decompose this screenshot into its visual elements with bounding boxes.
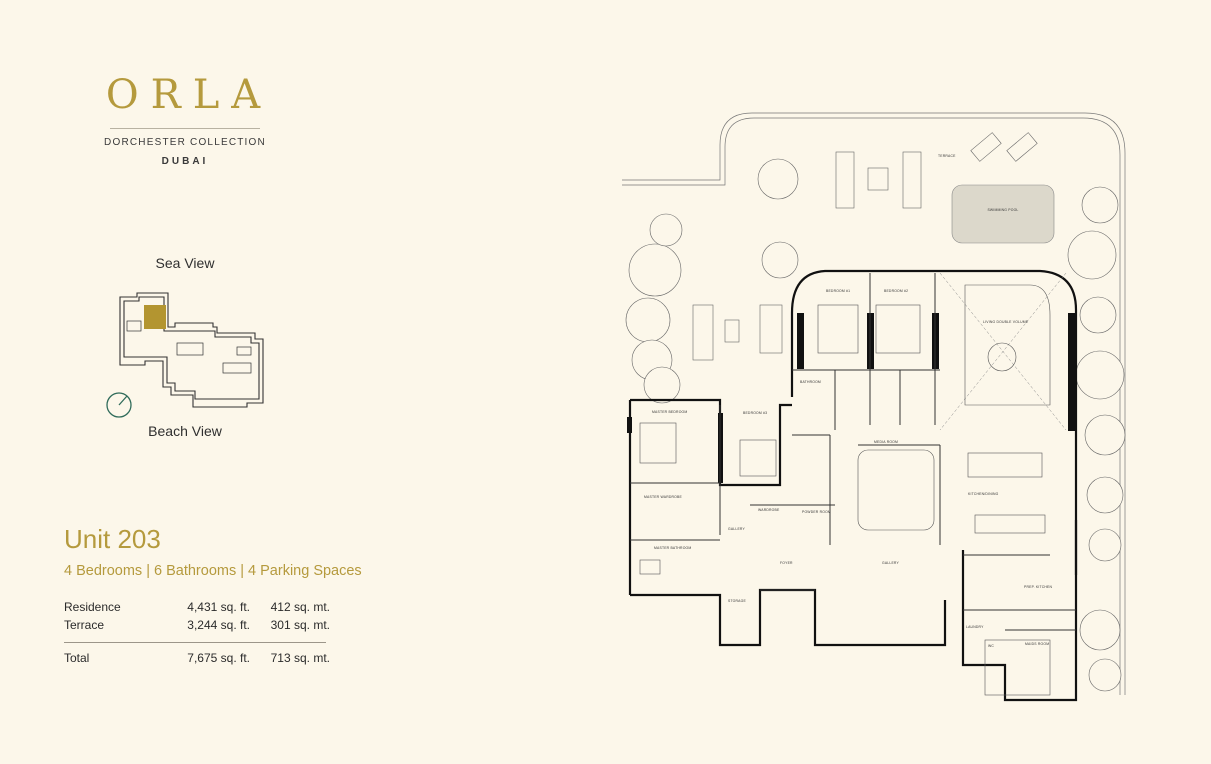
area-sqft: 3,244 sq. ft. (187, 618, 250, 632)
room-label-storage: STORAGE (728, 599, 746, 603)
room-label-bathroom: BATHROOM (800, 380, 821, 384)
interior-partitions (630, 273, 1076, 631)
area-row-total: Total 7,675 sq. ft. 713 sq. mt. (64, 649, 332, 667)
area-label: Terrace (64, 618, 105, 632)
keyplan-building-outline (119, 292, 264, 408)
pool-label: SWIMMING POOL (987, 208, 1018, 212)
compass-icon (106, 392, 132, 418)
area-label: Total (64, 651, 90, 665)
room-label-wc: WC (988, 644, 994, 648)
area-sqft: 7,675 sq. ft. (187, 651, 250, 665)
area-table: Residence 4,431 sq. ft. 412 sq. mt. Terr… (64, 598, 332, 667)
unit-title: Unit 203 (64, 524, 161, 554)
room-label-gallery-west: GALLERY (728, 527, 746, 531)
landscape-trees (625, 186, 1126, 692)
room-label-bedroom-1: BEDROOM #1 (826, 289, 850, 293)
unit-summary: 4 Bedrooms | 6 Bathrooms | 4 Parking Spa… (64, 563, 362, 579)
room-label-media-room: MEDIA ROOM (874, 440, 898, 444)
keyplan-unit-highlight (144, 305, 166, 329)
living-double-volume (939, 272, 1067, 431)
brand-city: DUBAI (161, 156, 209, 167)
room-label-wardrobe: WARDROBE (758, 508, 780, 512)
apartment-walls (628, 269, 1078, 702)
brand-collection: DORCHESTER COLLECTION (104, 137, 266, 148)
room-label-kitchen-dining: KITCHEN/DINING (968, 492, 999, 496)
area-label: Residence (64, 600, 121, 614)
room-label-prep-kitchen: PREP. KITCHEN (1024, 585, 1053, 589)
brand-block: ORLA DORCHESTER COLLECTION DUBAI (70, 72, 300, 167)
room-label-living: LIVING DOUBLE VOLUME (983, 320, 1029, 324)
beach-view-label: Beach View (148, 423, 222, 439)
room-label-master-bathroom: MASTER BATHROOM (654, 546, 691, 550)
floor-plan: SWIMMING POOL TERRACE (622, 112, 1126, 702)
room-label-foyer: FOYER (780, 561, 793, 565)
brand-logo: ORLA (105, 72, 273, 118)
area-row-residence: Residence 4,431 sq. ft. 412 sq. mt. (64, 598, 332, 616)
interior-furniture (639, 284, 1051, 696)
area-sqm: 301 sq. mt. (270, 618, 330, 632)
terrace-label: TERRACE (938, 154, 956, 158)
room-label-gallery: GALLERY (882, 561, 900, 565)
swimming-pool (951, 184, 1055, 244)
area-sqm: 713 sq. mt. (270, 651, 330, 665)
room-label-powder-room: POWDER ROOM (802, 510, 831, 514)
room-label-master-bedroom: MASTER BEDROOM (652, 410, 687, 414)
brand-divider (110, 128, 260, 129)
room-label-master-wardrobe: MASTER WARDROBE (644, 495, 682, 499)
room-label-bedroom-3: BEDROOM #3 (743, 411, 767, 415)
terrace-boundary (622, 112, 1126, 695)
area-sqft: 4,431 sq. ft. (187, 600, 250, 614)
terrace-furniture (692, 132, 1038, 361)
area-sqm: 412 sq. mt. (270, 600, 330, 614)
area-row-terrace: Terrace 3,244 sq. ft. 301 sq. mt. (64, 616, 332, 634)
room-label-maids-room: MAIDS ROOM (1025, 642, 1049, 646)
area-divider (64, 642, 326, 643)
key-plan (106, 292, 264, 418)
structural-columns (627, 313, 1076, 483)
sea-view-label: Sea View (155, 255, 215, 271)
room-label-bedroom-2: BEDROOM #2 (884, 289, 908, 293)
room-label-laundry: LAUNDRY (966, 625, 984, 629)
